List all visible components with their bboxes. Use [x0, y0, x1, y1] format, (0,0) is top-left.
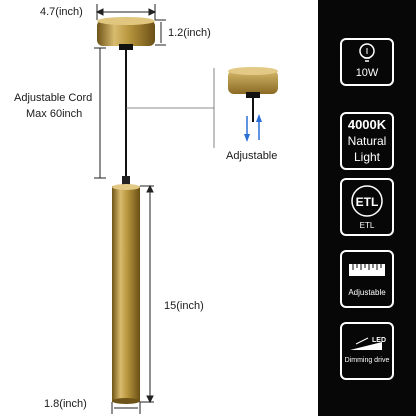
color-temp-label: 4000K — [347, 117, 387, 132]
tube-length-label: 15(inch) — [164, 300, 204, 312]
cord-length-dimension — [94, 47, 106, 179]
etl-label: ETL — [359, 221, 375, 230]
cord-grip — [122, 176, 130, 186]
etl-listed-icon: ETL — [351, 185, 383, 217]
cord-label-line2: Max 60inch — [26, 108, 83, 120]
dimming-badge: LED Dimming drive — [340, 322, 394, 380]
canopy-width-dimension — [95, 4, 157, 20]
etl-badge: ETL ETL — [340, 178, 394, 236]
canopy — [97, 17, 155, 50]
adjustable-badge: Adjustable — [340, 250, 394, 308]
led-label: LED — [372, 337, 386, 344]
adjustable-label: Adjustable — [348, 288, 386, 297]
ruler-icon — [349, 264, 385, 276]
wattage-label: 10W — [355, 67, 379, 79]
canopy-height-label: 1.2(inch) — [168, 27, 211, 39]
tube-diameter-dimension — [111, 402, 141, 414]
bulb-icon — [359, 43, 375, 62]
cord-label-line1: Adjustable Cord — [14, 92, 93, 104]
tube-length-dimension — [140, 184, 154, 404]
wattage-badge: 10W — [340, 38, 394, 86]
inset-callout — [126, 68, 215, 148]
svg-text:ETL: ETL — [356, 195, 379, 209]
canopy-width-label: 4.7(inch) — [40, 6, 83, 18]
dimmer-icon: LED — [350, 337, 386, 350]
inset-caption: Adjustable — [226, 150, 278, 162]
color-temp-badge: 4000K Natural Light — [340, 112, 394, 170]
canopy-height-dimension — [155, 19, 166, 46]
inset-canopy — [228, 67, 278, 122]
tube-diameter-label: 1.8(inch) — [44, 398, 87, 410]
light-label: Light — [353, 150, 381, 164]
dimming-label: Dimming drive — [344, 357, 390, 364]
tube — [112, 184, 140, 404]
natural-label: Natural — [347, 134, 387, 148]
features-sidebar: 10W 4000K Natural Light ETL ETL — [318, 0, 416, 416]
adjust-arrows-icon — [244, 114, 262, 142]
